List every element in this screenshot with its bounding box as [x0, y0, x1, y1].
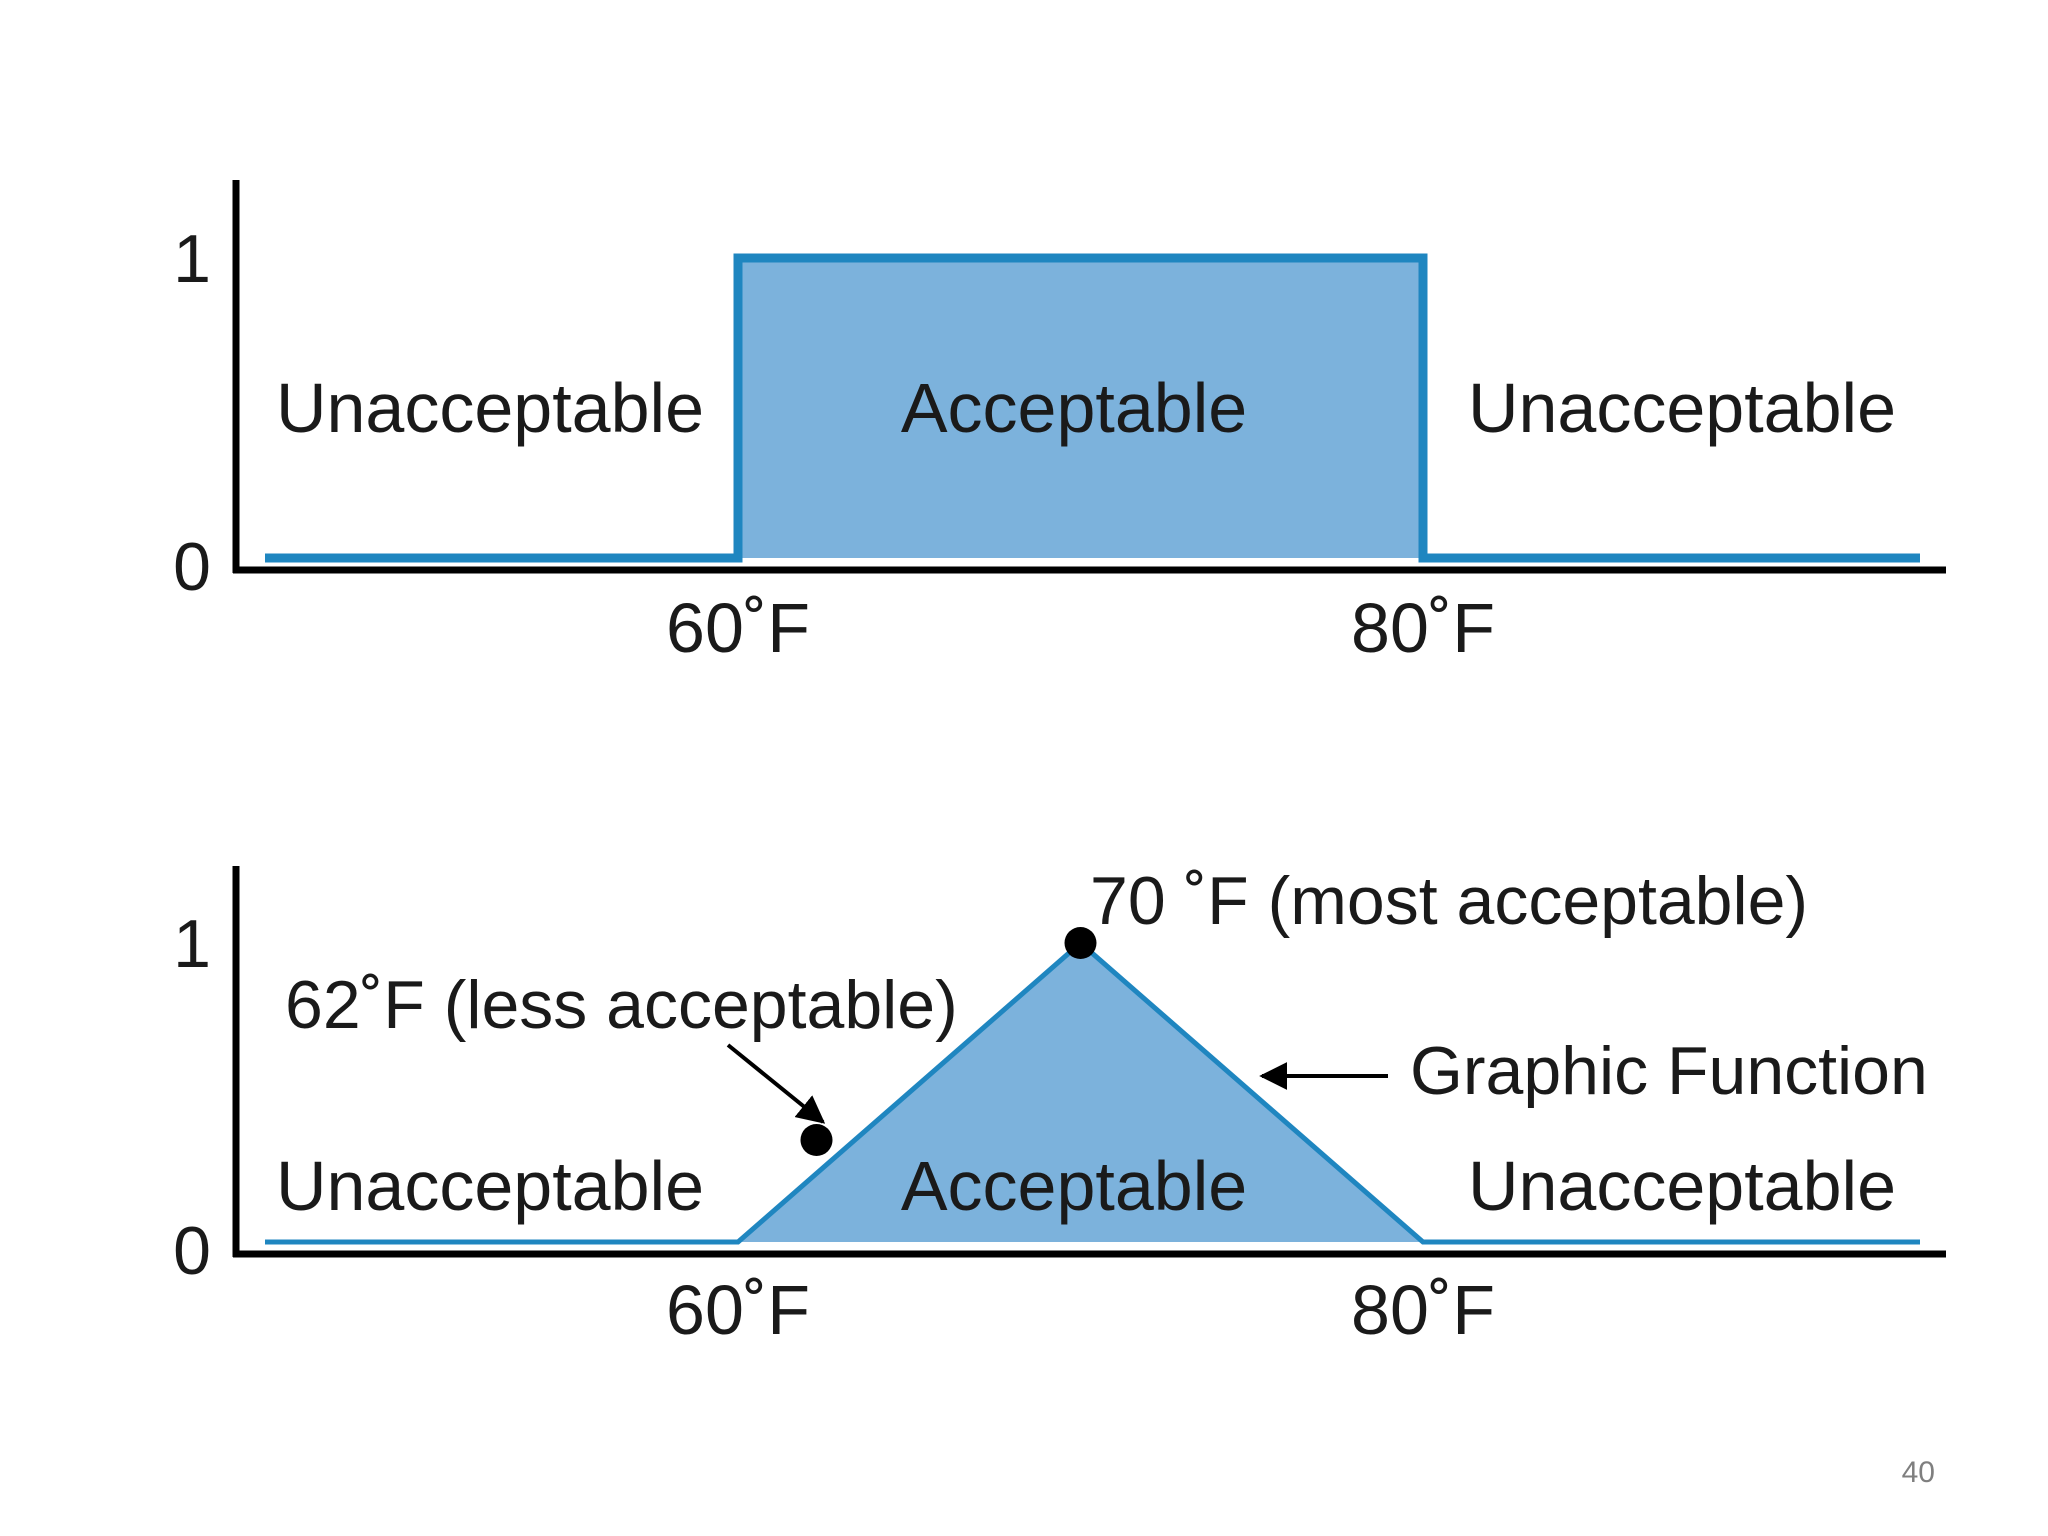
triangular-y-tick-1: 1: [173, 906, 211, 982]
crisp-region-center-label: Acceptable: [901, 369, 1247, 447]
crisp-x-tick-80: 80˚F: [1351, 589, 1495, 667]
triangular-membership-chart: 1 0 60˚F 80˚F Unacceptable Acceptable Un…: [173, 863, 1946, 1349]
triangular-y-tick-0: 0: [173, 1213, 211, 1289]
triangular-region-right-label: Unacceptable: [1468, 1147, 1896, 1225]
crisp-y-tick-1: 1: [173, 221, 211, 297]
point-70f-marker: [1064, 927, 1097, 959]
crisp-membership-chart: 1 0 60˚F 80˚F Unacceptable Acceptable Un…: [173, 180, 1946, 667]
triangular-acceptable-area: [738, 943, 1423, 1242]
crisp-x-tick-60: 60˚F: [666, 589, 810, 667]
triangular-x-tick-60: 60˚F: [666, 1271, 810, 1349]
crisp-region-left-label: Unacceptable: [276, 369, 704, 447]
triangular-region-center-label: Acceptable: [901, 1147, 1247, 1225]
crisp-acceptable-area: [738, 258, 1423, 558]
point-62f-label: 62˚F (less acceptable): [285, 967, 958, 1043]
graphic-function-label: Graphic Function: [1410, 1033, 1928, 1109]
crisp-membership-line: [265, 253, 1920, 563]
point-62f-arrow: [726, 1043, 826, 1124]
triangular-region-left-label: Unacceptable: [276, 1147, 704, 1225]
point-70f-label: 70 ˚F (most acceptable): [1090, 863, 1808, 939]
crisp-y-tick-0: 0: [173, 529, 211, 605]
page-number: 40: [1902, 1456, 1935, 1489]
triangular-x-tick-80: 80˚F: [1351, 1271, 1495, 1349]
crisp-region-right-label: Unacceptable: [1468, 369, 1896, 447]
point-62f-marker: [800, 1124, 833, 1156]
